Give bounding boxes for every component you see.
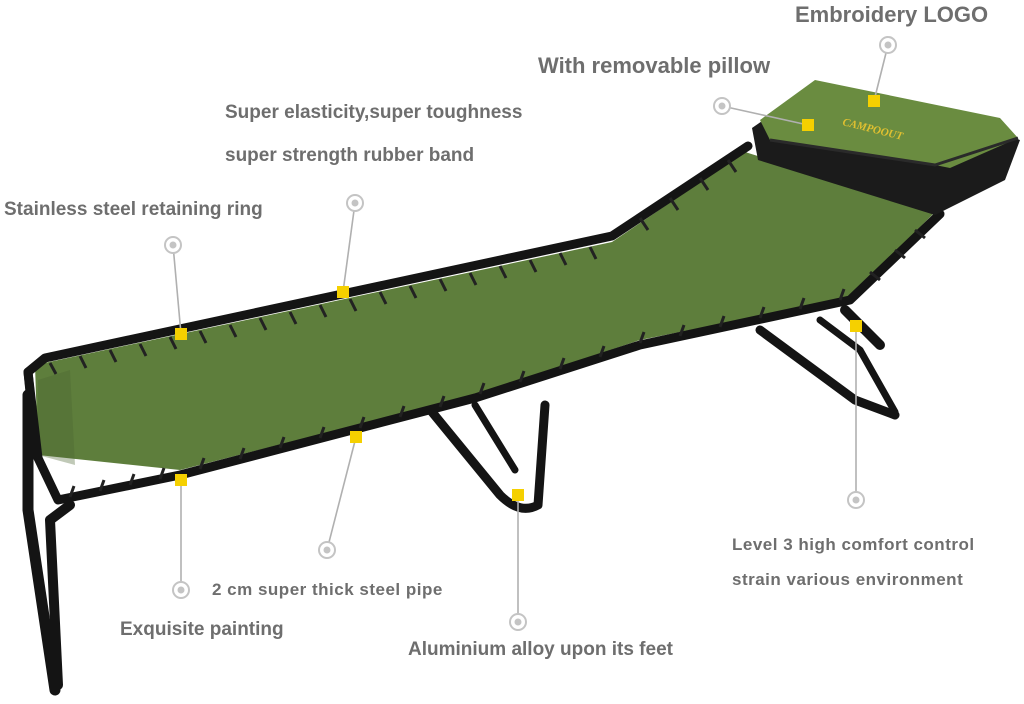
feature-markers xyxy=(175,95,880,501)
label-elasticity-line1: Super elasticity,super toughness xyxy=(225,102,523,123)
cot-fabric-bed xyxy=(35,152,935,470)
cot-frame-rails xyxy=(23,141,945,505)
callout-lines xyxy=(172,44,889,622)
label-removable-pillow: With removable pillow xyxy=(538,53,771,78)
label-retaining-ring: Stainless steel retaining ring xyxy=(4,199,263,220)
rubber-band-lacing xyxy=(48,159,926,498)
cot-frame-legs xyxy=(22,305,900,696)
label-exquisite-painting: Exquisite painting xyxy=(120,619,284,640)
label-embroidery-logo: Embroidery LOGO xyxy=(795,2,989,27)
label-aluminium-feet: Aluminium alloy upon its feet xyxy=(408,639,673,660)
label-comfort-line1: Level 3 high comfort control xyxy=(732,535,975,554)
cot-fabric-shade xyxy=(38,370,75,465)
removable-pillow: CAMPOOUT xyxy=(752,80,1020,215)
label-steel-pipe: 2 cm super thick steel pipe xyxy=(212,580,443,599)
label-elasticity-line2: super strength rubber band xyxy=(225,145,475,166)
callout-circles xyxy=(164,36,897,631)
label-comfort-line2: strain various environment xyxy=(732,570,964,589)
callout-circle-dots xyxy=(169,41,892,626)
